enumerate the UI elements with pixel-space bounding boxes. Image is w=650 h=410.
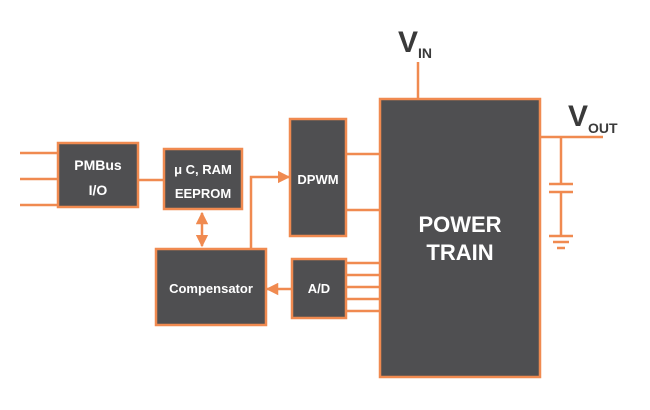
power-train-block: POWER TRAIN: [378, 97, 542, 379]
vin-label: V IN: [398, 26, 432, 61]
power-train-label-line2: TRAIN: [426, 240, 493, 265]
vin-sub: IN: [418, 45, 432, 61]
vout-sub: OUT: [588, 120, 618, 136]
mcu-label-line2: EEPROM: [175, 186, 231, 201]
vin-main: V: [398, 26, 418, 59]
adc-block: A/D: [290, 257, 348, 320]
pmbus-label-line1: PMBus: [74, 157, 122, 173]
mcu-label-line1: μ C, RAM: [174, 162, 232, 177]
adc-label: A/D: [308, 281, 330, 296]
compensator-to-dpwm-wire: [249, 170, 291, 249]
mcu-block: μ C, RAM EEPROM: [162, 147, 244, 211]
compensator-block: Compensator: [154, 247, 268, 327]
vout-label: V OUT: [568, 100, 618, 136]
vout-main: V: [568, 100, 588, 133]
dpwm-label: DPWM: [297, 172, 338, 187]
dpwm-block: DPWM: [288, 117, 348, 238]
compensator-label: Compensator: [169, 281, 253, 296]
pmbus-block: PMBus I/O: [56, 141, 140, 209]
pmbus-label-line2: I/O: [89, 182, 108, 198]
power-train-label-line1: POWER: [418, 212, 501, 237]
